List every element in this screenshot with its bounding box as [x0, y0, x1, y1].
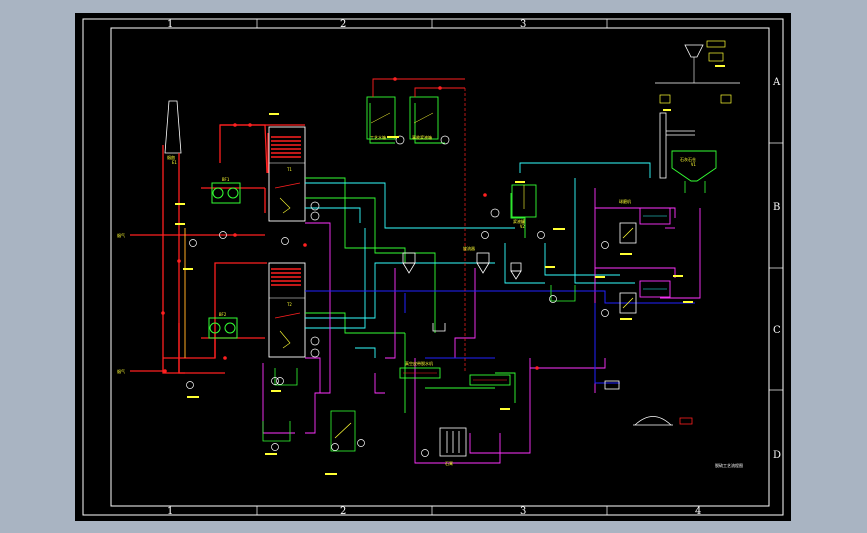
tank-process-water: 工艺水箱 [366, 96, 396, 140]
tank-emergency-slurry-label: 事故浆液箱 [412, 134, 432, 140]
mill-tank-upper [619, 222, 637, 244]
lime-silo-tag: V1 [691, 162, 696, 167]
pit-2 [274, 368, 298, 386]
row-label-d: D [773, 450, 781, 461]
col-label-bottom-2: 2 [340, 506, 346, 517]
stack-tag: E1 [172, 160, 177, 165]
booster-fan-lower-tag: BF2 [219, 312, 227, 317]
pit-3 [550, 285, 576, 302]
booster-fan-upper-tag: BF1 [222, 177, 230, 182]
pumps [186, 135, 609, 457]
flue-gas-lines [130, 124, 305, 374]
flue-inlet-upper-label: 烟气 [117, 232, 125, 238]
stack-label: 烟囱 [167, 154, 175, 160]
drawing-sheet: 1 2 3 1 2 3 4 A B C D 烟囱 E1 [75, 13, 791, 521]
outer-frame [82, 18, 784, 516]
row-label-b: B [773, 202, 780, 213]
belt-filter-2 [469, 374, 511, 386]
ball-mill-label: 球磨机 [619, 198, 631, 204]
water-lines [305, 162, 651, 358]
absorber-upper-tag: T1 [287, 167, 292, 172]
gypsum-label: 石膏 [445, 460, 453, 466]
booster-fan-lower: BF2 [208, 312, 238, 339]
process-flow-diagram: 1 2 3 1 2 3 4 A B C D 烟囱 E1 [82, 18, 784, 517]
col-label-top-1: 1 [167, 19, 173, 30]
pit-1 [262, 421, 291, 442]
crusher-hopper [655, 40, 740, 104]
absorber-lower: T2 [268, 262, 306, 358]
hydrocyclone-2: 旋流器 [463, 245, 490, 274]
mill-tank-lower [619, 292, 637, 314]
storage-pile [633, 416, 693, 426]
stack: 烟囱 E1 [164, 100, 182, 165]
absorber-upper: T1 [268, 126, 306, 222]
row-label-c: C [773, 325, 781, 336]
tank-emergency-slurry: 事故浆液箱 [409, 96, 439, 140]
flue-inlet-lower-label: 烟气 [117, 368, 125, 374]
gypsum-tank: 石膏 [439, 427, 467, 466]
tank-feed-line-2 [414, 87, 465, 97]
sump-left [330, 410, 356, 452]
receiver [604, 380, 620, 390]
slurry-tank: 浆液罐 V2 [511, 184, 537, 229]
air-lines [305, 290, 695, 384]
slurry-tank-tag: V2 [520, 224, 525, 229]
slurry-lines [262, 188, 701, 464]
col-label-bottom-4: 4 [695, 506, 701, 517]
col-label-top-3: 3 [520, 19, 526, 30]
belt-filter-1: 真空皮带脱水机 [399, 360, 441, 379]
elevator [659, 112, 695, 179]
booster-fan-upper: BF1 [211, 177, 241, 204]
ball-mill-lower [639, 280, 671, 298]
col-label-bottom-1: 1 [167, 506, 173, 517]
hydrocyclone-3 [510, 262, 522, 280]
row-label-a: A [772, 77, 781, 88]
tank-feed-line [372, 78, 465, 97]
drawing-title: 脱硫工艺流程图 [715, 462, 743, 468]
collector [432, 323, 446, 332]
tank-process-water-label: 工艺水箱 [370, 134, 386, 140]
col-label-top-2: 2 [340, 19, 346, 30]
hydrocyclone-1 [402, 252, 416, 274]
ball-mill-upper: 球磨机 [619, 198, 671, 225]
instrument-tags [175, 65, 725, 475]
lime-silo: 石灰石仓 V1 [671, 150, 717, 193]
slurry-tank-label: 浆液罐 [513, 218, 525, 224]
heater-coils [271, 136, 301, 286]
absorber-lower-tag: T2 [287, 302, 292, 307]
inner-frame [110, 27, 770, 507]
col-label-bottom-3: 3 [520, 506, 526, 517]
lime-silo-label: 石灰石仓 [680, 156, 696, 162]
valves [161, 77, 539, 373]
hydrocyclone-label: 旋流器 [463, 245, 475, 251]
belt-filter-label: 真空皮带脱水机 [405, 360, 433, 366]
